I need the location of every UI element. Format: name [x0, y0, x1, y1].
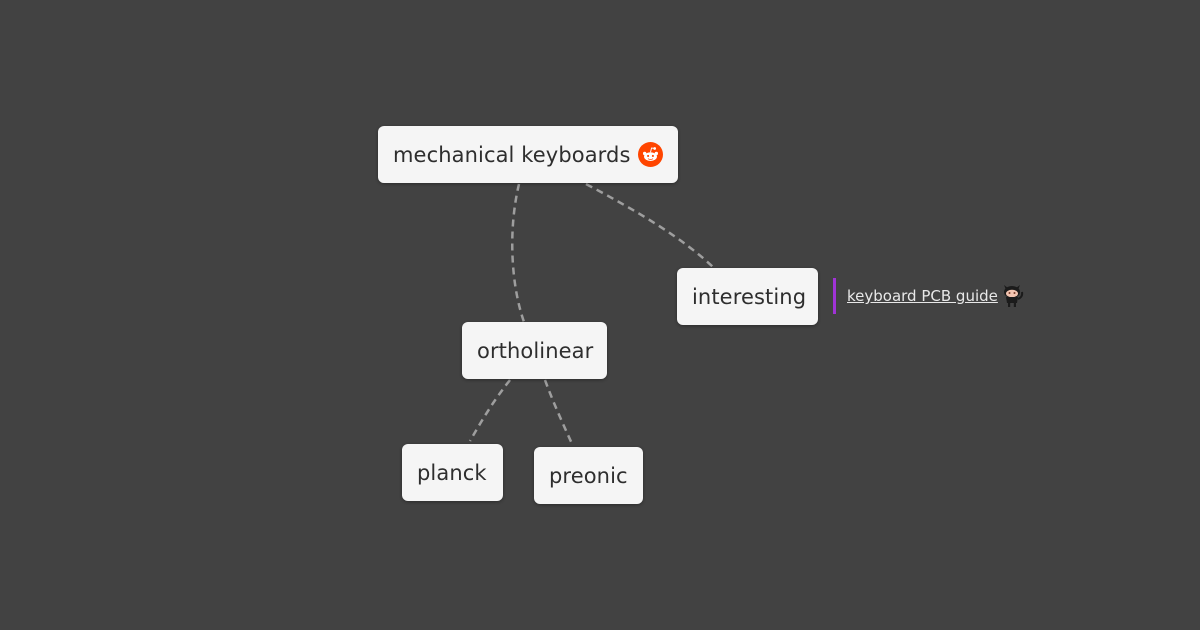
node-label: interesting [692, 284, 807, 309]
node-planck[interactable]: planck [402, 444, 503, 501]
node-preonic[interactable]: preonic [534, 447, 643, 504]
node-ortholinear[interactable]: ortholinear [462, 322, 607, 379]
node-mechanical-keyboards[interactable]: mechanical keyboards [378, 126, 678, 183]
reddit-icon[interactable] [637, 142, 663, 167]
link-block: keyboard PCB guide [833, 278, 1025, 314]
node-interesting[interactable]: interesting [677, 268, 818, 325]
keyboard-pcb-guide-link[interactable]: keyboard PCB guide [847, 287, 998, 305]
edge-root-interesting [585, 182, 715, 269]
edge-ortholinear-preonic [543, 379, 575, 447]
edge-root-ortholinear [511, 183, 526, 323]
node-label: planck [417, 460, 487, 485]
node-label: ortholinear [477, 338, 594, 363]
node-label: preonic [549, 463, 628, 488]
edge-ortholinear-planck [468, 379, 511, 442]
node-label: mechanical keyboards [393, 142, 631, 167]
github-octocat-icon[interactable] [999, 280, 1025, 308]
link-accent-bar [833, 278, 836, 314]
